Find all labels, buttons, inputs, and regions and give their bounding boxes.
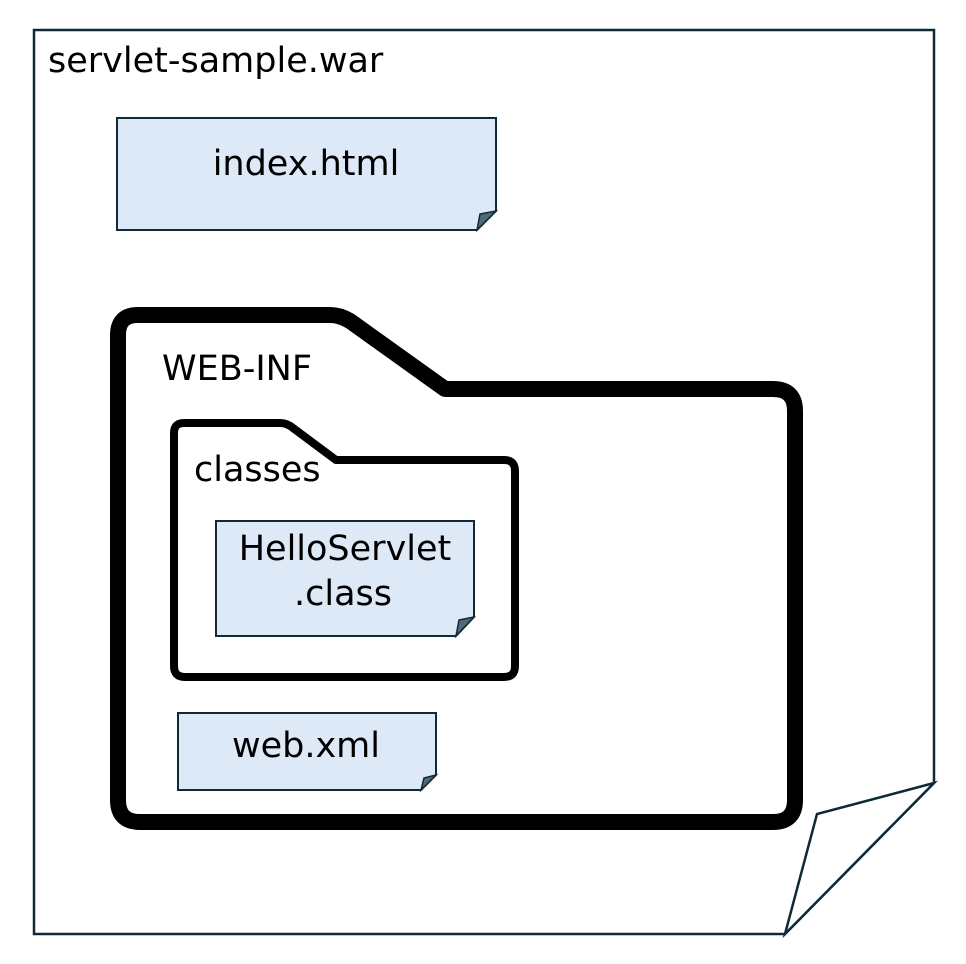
file-helloservlet-class-label-line1: HelloServlet [239, 529, 452, 569]
folder-classes-label: classes [194, 450, 321, 490]
file-helloservlet-class: HelloServlet .class [215, 520, 477, 639]
war-sheet-curl [782, 780, 939, 939]
file-web-xml: web.xml [177, 712, 439, 793]
war-archive-title: servlet-sample.war [48, 41, 384, 81]
file-web-xml-label: web.xml [232, 726, 380, 766]
file-index-html: index.html [116, 117, 499, 233]
file-web-xml-fold [419, 773, 439, 793]
folder-web-inf-label: WEB-INF [162, 349, 312, 389]
file-helloservlet-class-fold [454, 615, 477, 639]
file-helloservlet-class-label-line2: .class [294, 574, 392, 614]
file-index-html-fold [475, 209, 499, 233]
file-index-html-label: index.html [213, 144, 400, 184]
